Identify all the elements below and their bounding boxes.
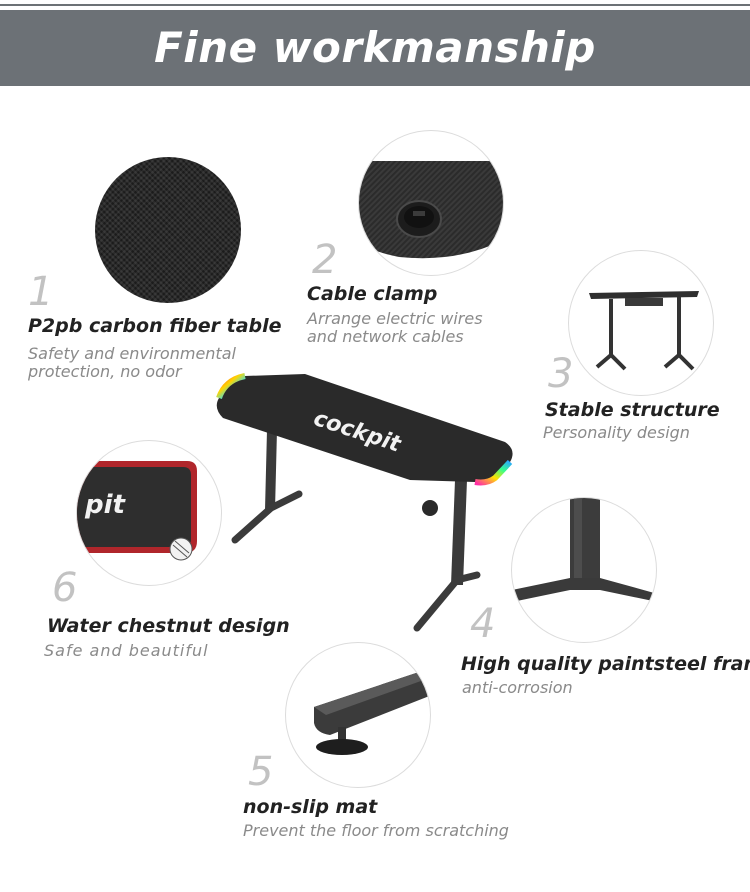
feature-desc-3-line-1: Personality design xyxy=(543,423,690,442)
header-banner xyxy=(0,10,750,86)
feature-title-1: P2pb carbon fiber table xyxy=(28,315,282,337)
stable-structure-image xyxy=(568,250,714,396)
feature-number-4: 4 xyxy=(470,601,496,647)
feature-title-6: Water chestnut design xyxy=(47,615,290,637)
feature-number-1: 1 xyxy=(28,269,54,315)
feature-title-3: Stable structure xyxy=(545,399,720,421)
cable-clamp-closeup-image xyxy=(358,130,504,276)
feature-desc-1-line-2: protection, no odor xyxy=(28,362,182,381)
feature-title-4: High quality paintsteel frame xyxy=(461,653,750,675)
paintsteel-frame-image xyxy=(511,497,657,643)
feature-number-5: 5 xyxy=(248,749,274,795)
header-top-line xyxy=(0,4,750,6)
feature-desc-2-line-2: and network cables xyxy=(307,327,464,346)
feature-number-3: 3 xyxy=(548,351,574,397)
feature-title-2: Cable clamp xyxy=(307,283,438,305)
gaming-desk-image: cockpit xyxy=(205,360,535,640)
feature-desc-2-line-1: Arrange electric wires xyxy=(307,309,483,328)
feature-desc-4-line-1: anti-corrosion xyxy=(462,678,573,697)
carbon-fiber-closeup-image xyxy=(95,157,241,303)
svg-text:pit: pit xyxy=(84,490,127,520)
feature-desc-5-line-1: Prevent the floor from scratching xyxy=(243,821,509,840)
feature-title-5: non-slip mat xyxy=(243,796,378,818)
water-chestnut-closeup-image: pit xyxy=(76,440,222,586)
feature-number-2: 2 xyxy=(312,237,338,283)
non-slip-mat-image xyxy=(285,642,431,788)
feature-desc-1-line-1: Safety and environmental xyxy=(28,344,236,363)
feature-number-6: 6 xyxy=(52,565,78,611)
page-title: Fine workmanship xyxy=(154,23,596,72)
feature-desc-6-line-1: Safe and beautiful xyxy=(44,641,209,660)
